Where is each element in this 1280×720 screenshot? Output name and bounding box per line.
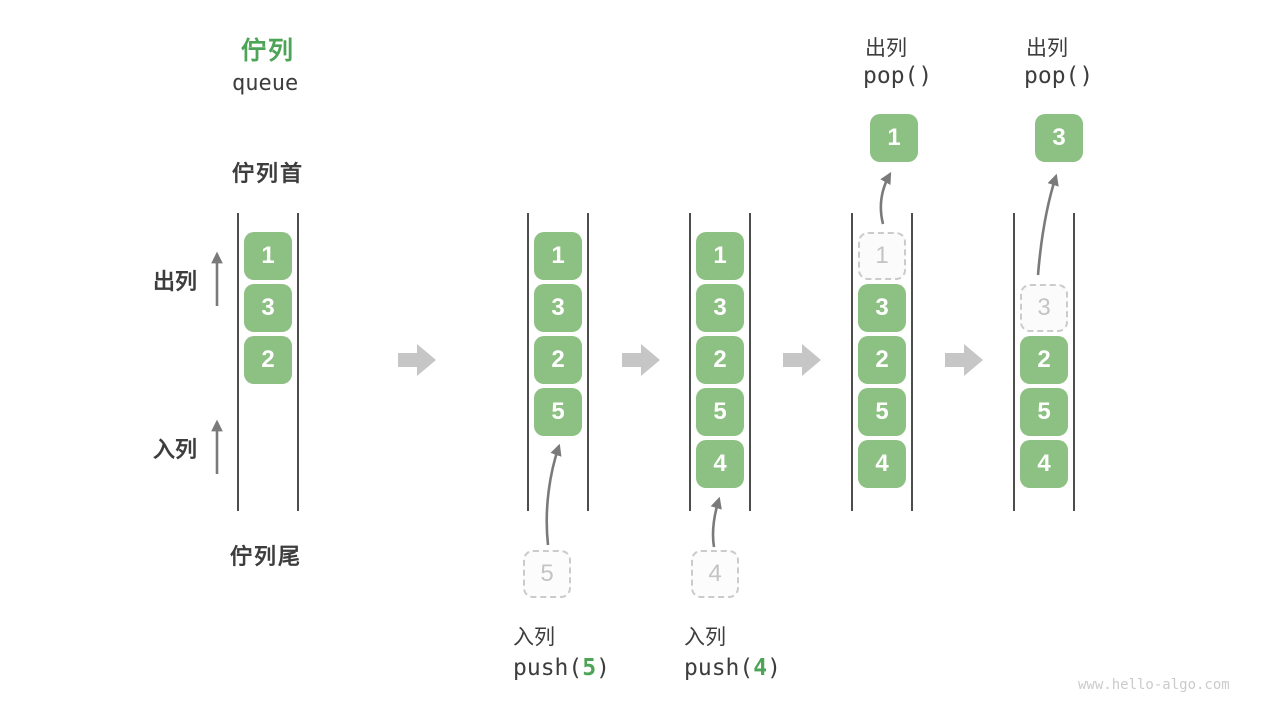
code-text: push( [513,655,583,681]
dequeue-side-label: 出列 [153,269,198,294]
dequeued-slot-placeholder: 1 [858,232,906,280]
queue-element: 2 [534,336,582,384]
popped-element: 1 [870,114,918,162]
queue-rear-label: 佇列尾 [230,544,303,569]
popped-element: 3 [1035,114,1083,162]
push4-op-code: push(4) [684,655,781,681]
queue-element: 3 [534,284,582,332]
code-arg: 4 [753,655,768,681]
code-text: push( [684,655,754,681]
queue-element: 5 [534,388,582,436]
pop2-op-code: pop() [1024,63,1094,89]
queue-element: 5 [696,388,744,436]
title-en: queue [232,71,299,96]
enqueue-side-label: 入列 [153,437,198,462]
push5-op-code: push(5) [513,655,610,681]
queue-element: 4 [1020,440,1068,488]
queue-element: 3 [696,284,744,332]
queue-element: 1 [696,232,744,280]
queue-element: 3 [244,284,292,332]
pop1-op-label: 出列 [865,37,907,60]
enqueue-pending-element: 4 [691,550,739,598]
queue-element: 4 [696,440,744,488]
queue-channel-3: 1 3 2 5 4 [689,213,751,511]
queue-front-label: 佇列首 [232,161,305,186]
queue-element: 3 [858,284,906,332]
dequeued-slot-placeholder: 3 [1020,284,1068,332]
code-text: ) [596,655,610,681]
transition-arrow-icon-3 [783,344,821,376]
watermark: www.hello-algo.com [1078,677,1230,693]
queue-element: 2 [1020,336,1068,384]
queue-channel-1: 1 3 2 [237,213,299,511]
push5-op-label: 入列 [513,626,555,649]
queue-element: 2 [244,336,292,384]
queue-element: 1 [534,232,582,280]
pop2-op-label: 出列 [1026,37,1068,60]
queue-channel-2: 1 3 2 5 [527,213,589,511]
transition-arrow-icon-4 [945,344,983,376]
pop1-op-code: pop() [863,63,933,89]
queue-channel-4: 1 3 2 5 4 [851,213,913,511]
queue-channel-5: 3 2 5 4 [1013,213,1075,511]
code-text: ) [767,655,781,681]
code-arg: 5 [582,655,597,681]
transition-arrow-icon-2 [622,344,660,376]
transition-arrow-icon-1 [398,344,436,376]
queue-element: 5 [858,388,906,436]
queue-element: 1 [244,232,292,280]
queue-element: 5 [1020,388,1068,436]
queue-element: 4 [858,440,906,488]
queue-element: 2 [696,336,744,384]
enqueue-pending-element: 5 [523,550,571,598]
queue-element: 2 [858,336,906,384]
push4-op-label: 入列 [684,626,726,649]
title-zh: 佇列 [241,37,296,65]
